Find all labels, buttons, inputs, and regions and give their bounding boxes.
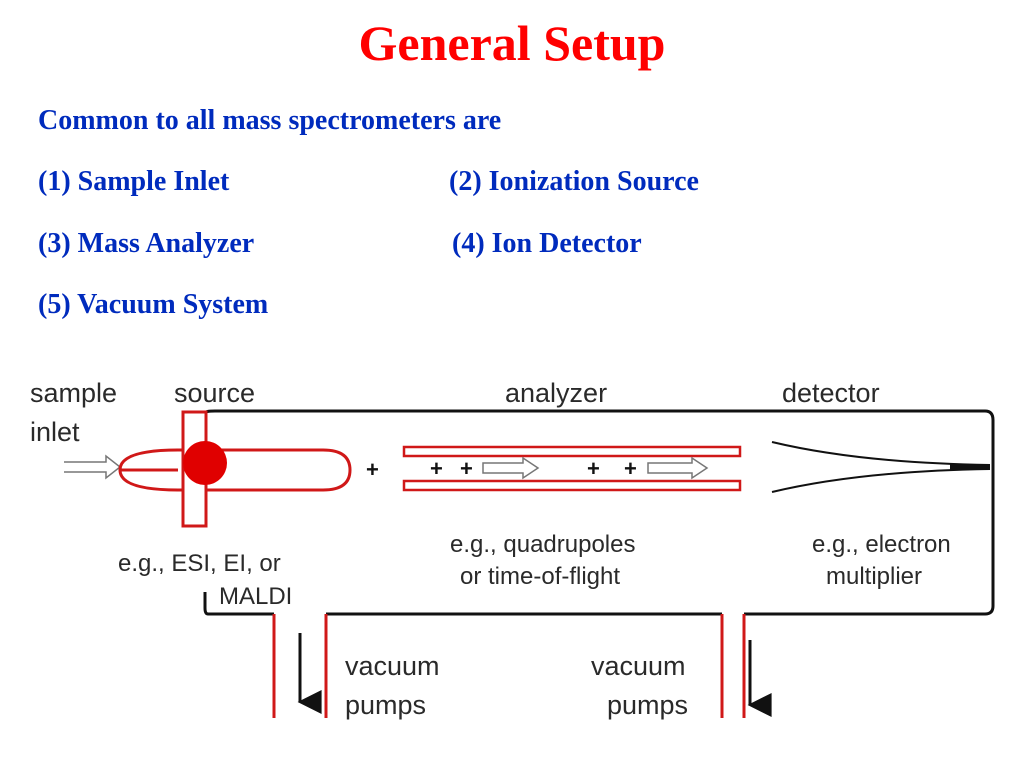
source-capsule: [118, 448, 352, 492]
intro-text: Common to all mass spectrometers are: [38, 105, 502, 136]
analyzer-examples-line2: or time-of-flight: [460, 563, 620, 590]
ion-beam: + + + +: [430, 456, 709, 481]
label-detector: detector: [782, 378, 880, 408]
pump-duct-right: [720, 614, 772, 718]
pumps-right-line1: vacuum: [591, 651, 686, 681]
source-examples-line1: e.g., ESI, EI, or: [118, 550, 281, 577]
component-vacuum-system: (5) Vacuum System: [38, 289, 269, 320]
label-analyzer: analyzer: [505, 378, 607, 408]
inlet-arrow-icon: [64, 454, 122, 480]
component-ion-detector: (4) Ion Detector: [452, 228, 642, 259]
plus-sign: +: [366, 457, 379, 482]
label-source: source: [174, 378, 255, 408]
pumps-right-line2: pumps: [607, 690, 688, 720]
label-inlet: inlet: [30, 417, 80, 447]
svg-text:+: +: [430, 456, 443, 481]
svg-text:+: +: [587, 456, 600, 481]
pumps-left-line1: vacuum: [345, 651, 440, 681]
svg-text:+: +: [624, 456, 637, 481]
component-sample-inlet: (1) Sample Inlet: [38, 166, 230, 197]
source-examples-line2: MALDI: [219, 583, 292, 610]
detector-horn: [771, 441, 991, 493]
detector-examples-line2: multiplier: [826, 563, 922, 590]
component-mass-analyzer: (3) Mass Analyzer: [38, 228, 255, 259]
label-sample: sample: [30, 378, 117, 408]
svg-text:+: +: [460, 456, 473, 481]
ion-source-dot: [183, 441, 227, 485]
pump-duct-left: [272, 614, 328, 718]
analyzer-examples-line1: e.g., quadrupoles: [450, 531, 635, 558]
pumps-left-line2: pumps: [345, 690, 426, 720]
component-ionization-source: (2) Ionization Source: [449, 166, 699, 197]
detector-examples-line1: e.g., electron: [812, 531, 951, 558]
page-title: General Setup: [358, 15, 666, 71]
analyzer-rods: [402, 445, 742, 492]
